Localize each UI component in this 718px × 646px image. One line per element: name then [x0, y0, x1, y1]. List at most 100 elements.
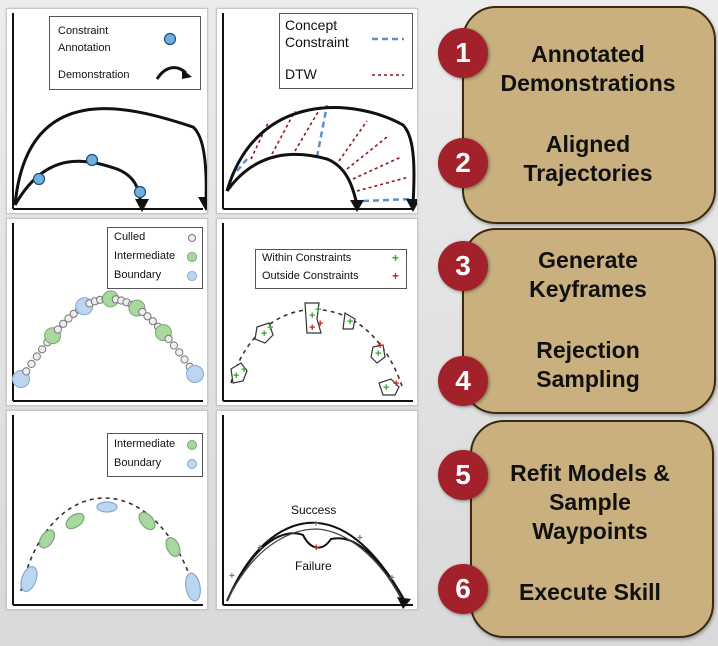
legend-label-demonstration: Demonstration [58, 69, 130, 81]
legend: Constraint Annotation Demonstration [49, 16, 201, 90]
culled-keyframe [69, 309, 78, 318]
refit-plot [12, 415, 203, 606]
svg-text:+: + [393, 378, 399, 390]
svg-text:+: + [257, 543, 263, 554]
sample-cluster [230, 302, 400, 396]
svg-text:+: + [313, 519, 319, 530]
panel-annotated-demonstrations: Constraint Annotation Demonstration [6, 8, 208, 214]
legend-label-concept-constraint: Concept Constraint [285, 17, 349, 50]
svg-text:+: + [309, 310, 315, 322]
trajectory-upper [225, 106, 416, 206]
legend-label-outside: Outside Constraints [262, 270, 359, 282]
svg-text:+: + [309, 322, 315, 334]
culled-keyframe [180, 355, 189, 364]
svg-text:+: + [317, 318, 323, 330]
culled-keyframe [32, 352, 41, 361]
sampling-plot: ++ ++ ++ ++ + ++ ++ [222, 223, 413, 402]
step-badge-1: 1 [438, 28, 488, 78]
legend-label-dtw: DTW [285, 66, 317, 82]
panel-generate-keyframes: Culled Intermediate Boundary [6, 218, 208, 406]
panel-refit-models: Intermediate Boundary [6, 410, 208, 610]
step-label-6: Execute Skill [519, 579, 661, 605]
panel-execute-skill: +++ ++ + Success Failure [216, 410, 418, 610]
intermediate-waypoint [165, 536, 181, 558]
constraint-point [133, 185, 147, 199]
culled-keyframe [64, 314, 73, 323]
arrowhead [198, 197, 207, 211]
intermediate-icon [187, 252, 197, 262]
trajectory [226, 528, 404, 602]
legend: Within Constraints + Outside Constraints… [255, 249, 407, 289]
constraint-point [32, 172, 46, 186]
step-badge-6: 6 [438, 564, 488, 614]
dtw-links [250, 106, 410, 192]
svg-text:+: + [347, 316, 353, 328]
within-samples: ++ ++ ++ ++ + [233, 304, 389, 394]
culled-keyframe [59, 319, 68, 328]
keyframe-plot [12, 223, 204, 402]
arrowhead [406, 199, 417, 212]
legend-label-intermediate: Intermediate [114, 250, 176, 262]
step-badge-2: 2 [438, 138, 488, 188]
svg-text:+: + [315, 304, 321, 316]
culled-keyframe [148, 317, 157, 326]
culled-icon [188, 234, 196, 242]
execution-plot: +++ ++ + [222, 415, 413, 609]
culled-keyframe [169, 341, 178, 350]
arrowhead [350, 200, 364, 212]
constraint-point-icon [163, 32, 177, 46]
culled-keyframe [22, 367, 31, 376]
panel-aligned-trajectories: Concept Constraint DTW [216, 8, 418, 214]
boundary-keyframe [186, 365, 204, 383]
concept-constraint-links [236, 104, 413, 203]
culled-keyframe [175, 348, 184, 357]
concept-line-icon [372, 37, 404, 41]
step-label-1: Annotated Demonstrations [500, 41, 676, 96]
step-label-5: Refit Models & Sample Waypoints [510, 460, 670, 544]
legend-label-intermediate: Intermediate [114, 438, 176, 450]
svg-text:+: + [267, 322, 273, 334]
legend: Intermediate Boundary [107, 433, 203, 477]
step-label-4: Rejection Sampling [536, 337, 640, 392]
intermediate-waypoint [138, 511, 156, 531]
within-icon: + [392, 251, 400, 265]
step-label-3: Generate Keyframes [529, 247, 647, 302]
dtw-line-icon [372, 74, 404, 76]
trajectory-lower [225, 152, 359, 206]
legend-label-annotation: Constraint Annotation [58, 25, 111, 54]
alignment-plot [222, 13, 417, 212]
demonstration-curve-lower [13, 159, 143, 206]
svg-text:+: + [389, 573, 395, 584]
svg-text:+: + [377, 340, 383, 352]
demonstration-plot [12, 13, 207, 212]
arrow-icon [155, 66, 192, 80]
boundary-waypoint [96, 501, 118, 513]
legend: Culled Intermediate Boundary [107, 227, 203, 289]
boundary-icon [187, 271, 197, 281]
waypoint-markers: +++ ++ [229, 519, 395, 584]
step-badge-5: 5 [438, 450, 488, 500]
intermediate-waypoint [38, 529, 56, 549]
outside-icon: + [392, 269, 400, 283]
intermediate-icon [187, 440, 197, 450]
svg-text:+: + [383, 382, 389, 394]
panel-rejection-sampling: ++ ++ ++ ++ + ++ ++ Within Constraints +… [216, 218, 418, 406]
boundary-waypoint [20, 565, 38, 593]
svg-text:+: + [241, 364, 247, 376]
failure-trajectory [226, 532, 404, 602]
legend-label-boundary: Boundary [114, 269, 162, 281]
culled-keyframe [164, 334, 173, 344]
step-badge-3: 3 [438, 241, 488, 291]
intermediate-waypoint [65, 512, 85, 530]
constraint-point [85, 153, 99, 167]
svg-text:+: + [357, 533, 363, 544]
step-group-1-2 [462, 6, 716, 224]
culled-keyframe [27, 359, 36, 368]
svg-text:+: + [233, 370, 239, 382]
step-badge-4: 4 [438, 356, 488, 406]
culled-keyframe [143, 312, 152, 321]
svg-text:+: + [375, 348, 381, 360]
legend-label-boundary: Boundary [114, 457, 162, 469]
failure-label: Failure [295, 559, 332, 573]
culled-keyframe [53, 325, 63, 334]
